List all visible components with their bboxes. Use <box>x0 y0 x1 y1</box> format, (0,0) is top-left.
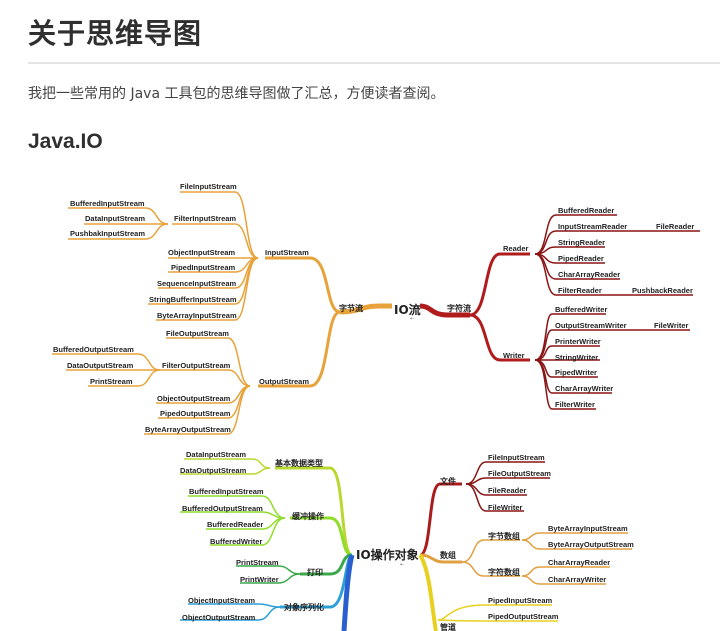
node: PrintStream <box>90 377 133 386</box>
root-io-objects: IO操作对象 <box>356 547 419 562</box>
node: PipedOutputStream <box>488 612 559 621</box>
node: FileOutputStream <box>166 329 229 338</box>
node-reader: Reader <box>503 244 529 253</box>
node: ByteArrayOutputStream <box>145 425 231 434</box>
node: PrintWriter <box>240 575 279 584</box>
node: PushbackReader <box>632 286 693 295</box>
node: StringBufferInputStream <box>149 295 237 304</box>
section-title-java-io: Java.IO <box>28 130 103 153</box>
node: DataInputStream <box>85 214 145 223</box>
node: CharArrayWriter <box>548 575 606 584</box>
page-title: 关于思维导图 <box>28 17 203 50</box>
node: DataInputStream <box>186 450 246 459</box>
node: BufferedOutputStream <box>182 504 263 513</box>
node: DataOutputStream <box>67 361 134 370</box>
node: CharArrayReader <box>558 270 620 279</box>
intro-paragraph: 我把一些常用的 Java 工具包的思维导图做了汇总，方便读者查阅。 <box>28 86 445 102</box>
node: ByteArrayInputStream <box>548 524 628 533</box>
node: ObjectInputStream <box>188 596 255 605</box>
node: ByteArrayInputStream <box>157 311 237 320</box>
node: FileOutputStream <box>488 469 551 478</box>
node: OutputStreamWriter <box>555 321 627 330</box>
node-char-array: 字符数组 <box>488 567 520 577</box>
node: FileWriter <box>488 503 523 512</box>
node-pipe: 管道 <box>440 622 456 631</box>
node: BufferedInputStream <box>70 199 145 208</box>
node: BufferedReader <box>558 206 614 215</box>
node: FileReader <box>656 222 694 231</box>
node-print: 打印 <box>307 567 323 577</box>
node-byte-stream: 字节流 <box>339 303 363 313</box>
mindmap-io-objects: IO操作对象 ⇠ 基本数据类型 DataInputStream DataOutp… <box>180 450 634 631</box>
node: CharArrayReader <box>548 558 610 567</box>
node: PipedInputStream <box>488 596 553 605</box>
node: SequenceInputStream <box>157 279 237 288</box>
node-buffering: 缓冲操作 <box>292 511 324 521</box>
svg-text:⇠: ⇠ <box>410 316 414 322</box>
node: PipedOutputStream <box>160 409 231 418</box>
node: StringReader <box>558 238 605 247</box>
node: PipedReader <box>558 254 604 263</box>
node-writer: Writer <box>503 351 525 360</box>
node: DataOutputStream <box>180 466 247 475</box>
mindmap-io-stream: IO流 ⇠ 字节流 字符流 InputStream FileInputStrea… <box>52 182 700 435</box>
title-divider <box>28 62 720 64</box>
node: FileReader <box>488 486 526 495</box>
node: ByteArrayOutputStream <box>548 540 634 549</box>
node-basic-data-types: 基本数据类型 <box>274 458 323 468</box>
node: InputStreamReader <box>558 222 627 231</box>
node: StringWriter <box>555 353 598 362</box>
node: BufferedReader <box>207 520 263 529</box>
root-io-stream: IO流 <box>394 302 421 317</box>
node: FileInputStream <box>180 182 237 191</box>
node: ObjectOutputStream <box>182 613 256 622</box>
node: FilterWriter <box>555 400 595 409</box>
node: PipedInputStream <box>171 263 236 272</box>
svg-text:⇠: ⇠ <box>400 562 404 568</box>
node-byte-array: 字节数组 <box>488 531 520 541</box>
node: FileWriter <box>654 321 689 330</box>
node: PrintStream <box>236 558 279 567</box>
node: ObjectOutputStream <box>157 394 231 403</box>
node-file: 文件 <box>440 476 456 486</box>
node-array: 数组 <box>440 550 456 560</box>
node: CharArrayWriter <box>555 384 613 393</box>
node: FilterOutputStream <box>162 361 231 370</box>
node-inputstream: InputStream <box>265 248 309 257</box>
node: PushbakInputStream <box>70 229 145 238</box>
node-serialization: 对象序列化 <box>284 602 324 612</box>
node: BufferedInputStream <box>189 487 264 496</box>
node: ObjectInputStream <box>168 248 235 257</box>
node: PipedWriter <box>555 368 597 377</box>
node-char-stream: 字符流 <box>447 303 471 313</box>
node: BufferedWriter <box>555 305 607 314</box>
node: BufferedOutputStream <box>53 345 134 354</box>
node: BufferedWriter <box>210 537 262 546</box>
node: FileInputStream <box>488 453 545 462</box>
node-outputstream: OutputStream <box>259 377 309 386</box>
node: FilterInputStream <box>174 214 236 223</box>
node: FilterReader <box>558 286 602 295</box>
node: PrinterWriter <box>555 337 601 346</box>
